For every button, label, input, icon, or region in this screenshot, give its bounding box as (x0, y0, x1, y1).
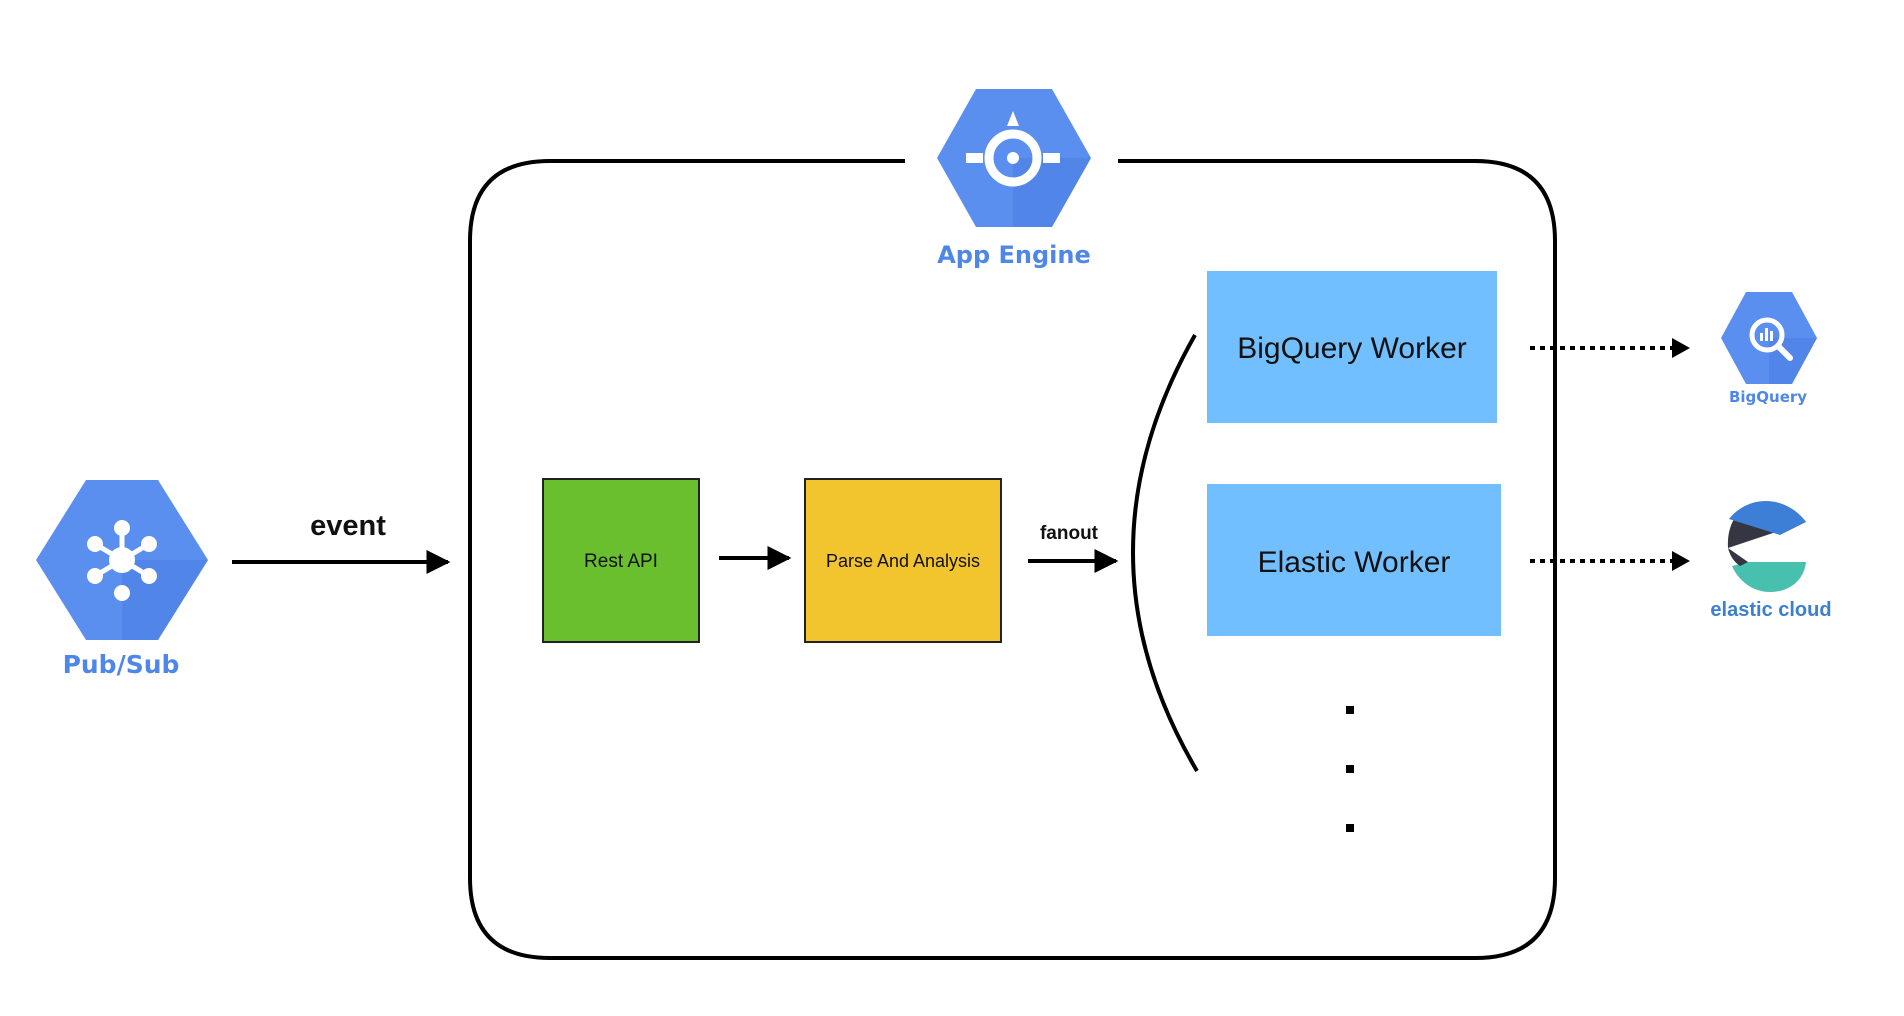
elastic-cloud-logo (1727, 500, 1806, 592)
rest-api-label: Rest API (584, 551, 658, 572)
fanout-bracket (1131, 334, 1199, 773)
bigquery-worker-label: BigQuery Worker (1237, 332, 1467, 365)
elastic-arrowhead (1672, 551, 1690, 571)
bigquery-worker-box (1207, 271, 1497, 423)
bigquery-label: BigQuery (1729, 388, 1807, 406)
app-engine-label: App Engine (937, 241, 1091, 269)
elastic-worker-box (1207, 484, 1501, 636)
bigquery-icon (1721, 292, 1817, 384)
pubsub-icon (36, 480, 208, 640)
parse-analysis-label: Parse And Analysis (826, 551, 980, 571)
event-label: event (310, 510, 386, 542)
elastic-cloud-label: elastic cloud (1710, 599, 1831, 621)
app-engine-icon (937, 89, 1091, 227)
app-engine-container (468, 159, 1557, 960)
elastic-worker-label: Elastic Worker (1258, 546, 1451, 579)
pubsub-label: Pub/Sub (63, 650, 180, 679)
fanout-label: fanout (1040, 523, 1099, 544)
bigquery-arrowhead (1672, 338, 1690, 358)
more-workers-ellipsis (1346, 706, 1354, 832)
parse-analysis-box (804, 478, 1002, 643)
rest-api-box (542, 478, 700, 643)
